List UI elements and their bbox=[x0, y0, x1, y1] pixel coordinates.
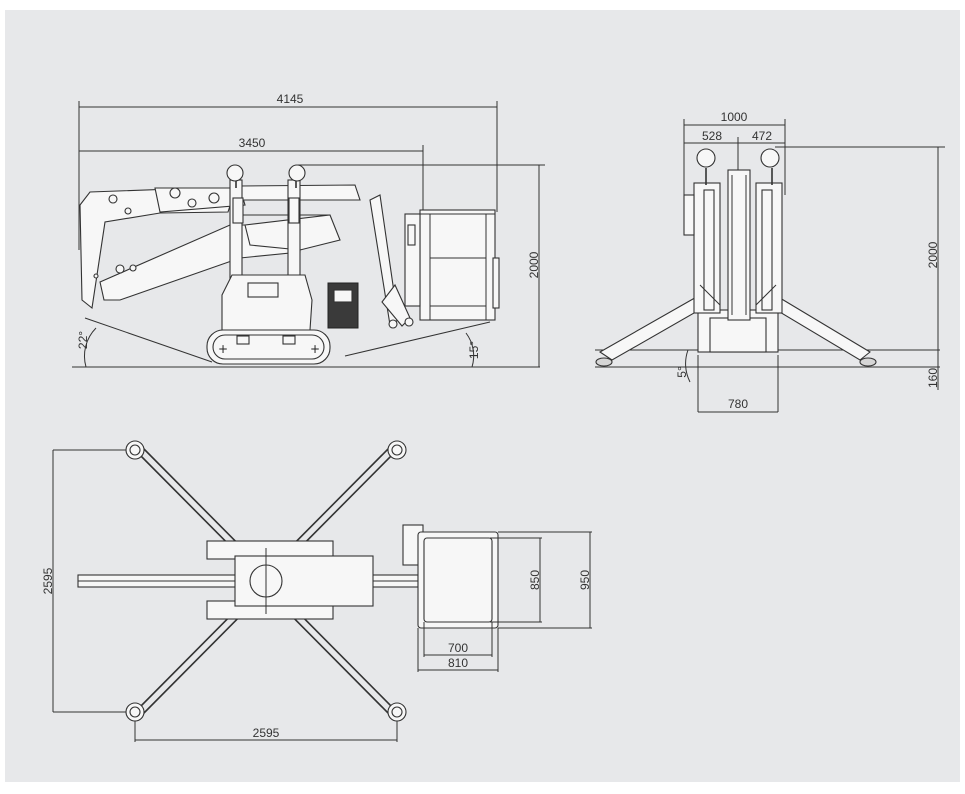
dim-front-width: 1000 bbox=[721, 110, 748, 124]
dim-track-width: 780 bbox=[728, 397, 748, 411]
front-view: 1000 528 472 2000 160 780 5° bbox=[595, 110, 945, 413]
svg-text:+: + bbox=[218, 342, 228, 356]
dim-overall-length: 4145 bbox=[277, 92, 304, 106]
angle-right: 15° bbox=[467, 341, 481, 359]
dim-length-to-basket: 3450 bbox=[239, 136, 266, 150]
dim-front-width-left: 528 bbox=[702, 129, 722, 143]
top-view: 2595 2595 bbox=[41, 440, 592, 742]
angle-front: 5° bbox=[675, 366, 689, 378]
angle-left: 22° bbox=[76, 331, 90, 349]
svg-text:+: + bbox=[310, 342, 320, 356]
dim-basket-depth-inner: 850 bbox=[528, 570, 542, 590]
dim-front-width-right: 472 bbox=[752, 129, 772, 143]
dim-clearance: 160 bbox=[926, 368, 940, 388]
dim-outrigger-span-x: 2595 bbox=[253, 726, 280, 740]
dim-basket-width-inner: 700 bbox=[448, 641, 468, 655]
dim-front-height: 2000 bbox=[926, 241, 940, 268]
dim-outrigger-span-y: 2595 bbox=[41, 567, 55, 594]
dim-basket-width-outer: 810 bbox=[448, 656, 468, 670]
drawing-background bbox=[5, 10, 960, 782]
dim-side-height: 2000 bbox=[527, 251, 541, 278]
side-view: 4145 3450 2000 22° 15° bbox=[72, 92, 545, 368]
dim-basket-depth-outer: 950 bbox=[578, 570, 592, 590]
